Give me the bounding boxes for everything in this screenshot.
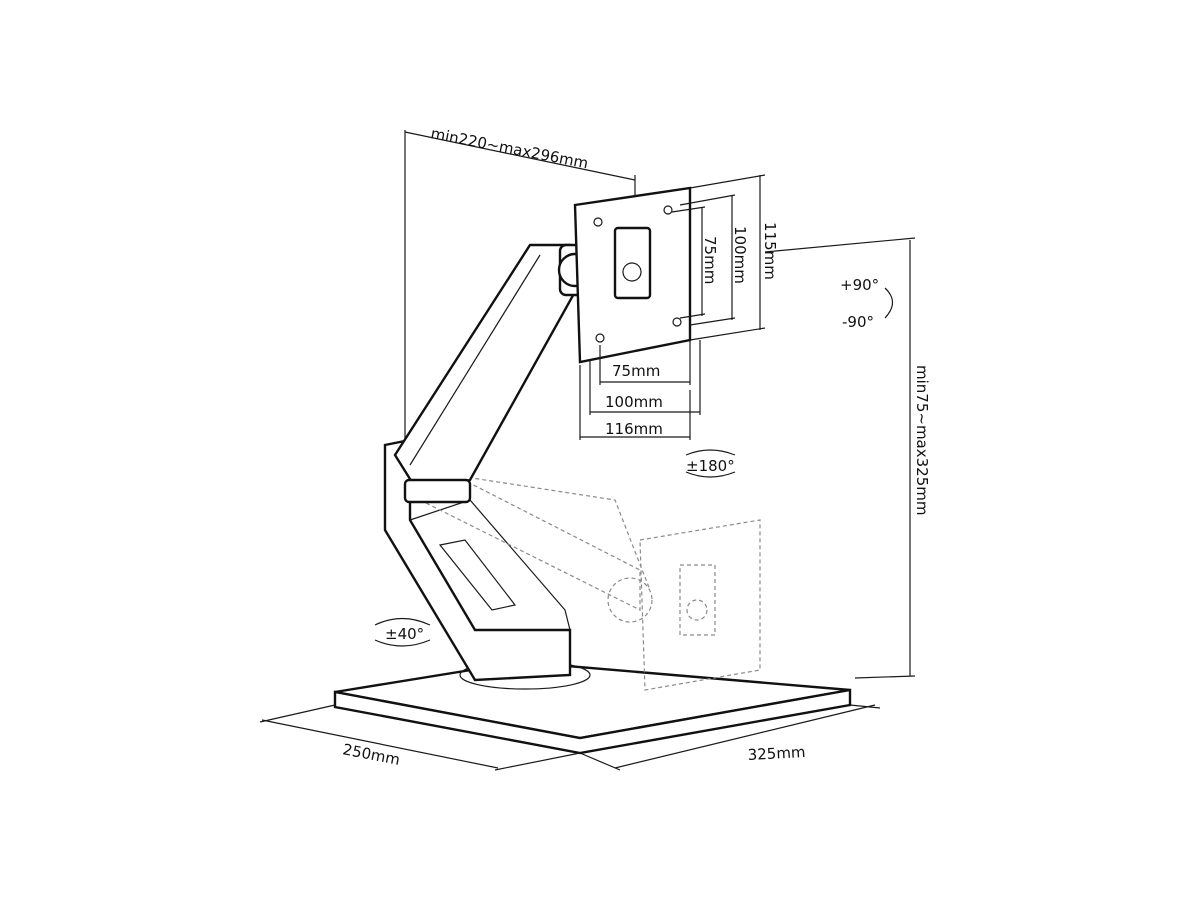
rotate-plus-label: +90°: [840, 276, 879, 294]
reach-label: min220~max296mm: [429, 124, 590, 172]
vesa-plate: [573, 186, 692, 364]
rotate-minus-label: -90°: [842, 313, 874, 331]
base-width-label: 325mm: [747, 743, 806, 764]
rotation-indicators: +90° -90° ±180° ±40°: [374, 276, 894, 647]
vesa-h-75: 75mm: [701, 236, 719, 284]
vesa-dimensions: 115mm 100mm 75mm 75mm 100mm 116mm: [579, 174, 779, 440]
vesa-w-100: 100mm: [605, 393, 663, 411]
base-depth-label: 250mm: [341, 740, 401, 769]
vesa-w-116: 116mm: [605, 420, 663, 438]
swivel-180-label: ±180°: [686, 457, 735, 475]
swivel-40-label: ±40°: [385, 625, 424, 643]
vesa-h-115: 115mm: [761, 222, 779, 280]
rotate-arrow-icon: [884, 287, 894, 319]
arm: [393, 243, 597, 504]
vesa-w-75: 75mm: [612, 362, 660, 380]
height-dimension: min75~max325mm: [764, 237, 931, 679]
height-label: min75~max325mm: [913, 365, 931, 515]
base-dimensions: 250mm 325mm: [259, 704, 881, 771]
vesa-h-100: 100mm: [731, 226, 749, 284]
base-plate: [333, 660, 852, 755]
